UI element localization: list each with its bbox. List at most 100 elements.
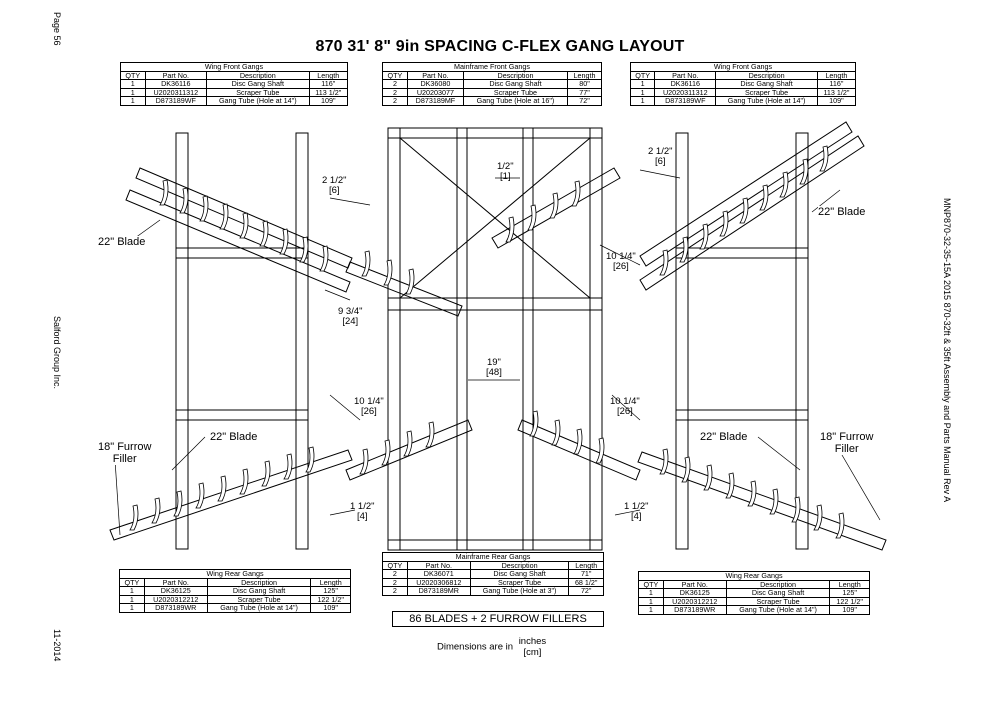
cell-qty: 1 <box>120 96 146 106</box>
table-wing-rear-left: Wing Rear Gangs QTY Part No. Description… <box>119 569 351 613</box>
cell-qty: 2 <box>382 569 408 579</box>
dim-cm: [6] <box>328 185 340 196</box>
cell-len: 116" <box>816 79 857 89</box>
dim-inches: 2 1/2" <box>648 146 673 157</box>
dim-2-half-left: 2 1/2"[6] <box>322 176 347 196</box>
table-caption: Wing Rear Gangs <box>119 569 351 579</box>
cell-desc: Gang Tube (Hole at 3") <box>469 586 570 596</box>
units-inches: inches <box>518 636 547 647</box>
cell-part: D873189WF <box>654 96 717 106</box>
cell-desc: Disc Gang Shaft <box>206 79 310 89</box>
units-cm: [cm] <box>523 647 542 658</box>
dim-cm: [26] <box>616 406 633 417</box>
cell-len: 125" <box>829 588 870 598</box>
table-caption: Wing Front Gangs <box>630 62 856 72</box>
cell-desc: Disc Gang Shaft <box>715 79 818 89</box>
dim-inches: 10 1/4" <box>610 396 640 407</box>
cell-part: D873189WR <box>143 603 208 613</box>
cell-part: DK36116 <box>654 79 717 89</box>
table-wing-front-left: Wing Front Gangs QTY Part No. Descriptio… <box>120 62 349 106</box>
cell-desc: Disc Gang Shaft <box>462 79 569 89</box>
cell-desc: Gang Tube (Hole at 14") <box>725 605 831 615</box>
table-row: 1 DK36116 Disc Gang Shaft 116" <box>120 79 349 89</box>
dim-cm: [6] <box>654 156 666 167</box>
dim-10-quarter-right-front: 10 1/4"[26] <box>606 252 636 272</box>
dim-inches: 2 1/2" <box>322 175 347 186</box>
dim-inches: 9 3/4" <box>338 306 363 317</box>
cell-qty: 2 <box>382 586 408 596</box>
cell-qty: 1 <box>629 96 656 106</box>
table-wing-rear-right: Wing Rear Gangs QTY Part No. Description… <box>638 571 870 615</box>
cell-qty: 1 <box>119 586 145 596</box>
cell-qty: 1 <box>638 588 664 598</box>
cell-part: DK36125 <box>662 588 727 598</box>
blade-summary: 86 BLADES + 2 FURROW FILLERS <box>392 611 604 627</box>
cell-part: D873189WF <box>144 96 208 106</box>
label-furrow-filler-left: 18" Furrow Filler <box>98 441 152 465</box>
table-row: 1 D873189WF Gang Tube (Hole at 14") 109" <box>629 96 857 106</box>
cell-desc: Gang Tube (Hole at 14") <box>715 96 818 106</box>
dim-inches: 1 1/2" <box>624 501 649 512</box>
cell-len: 109" <box>829 605 870 615</box>
cell-qty: 2 <box>382 96 408 106</box>
cell-qty: 1 <box>120 79 146 89</box>
cell-desc: Disc Gang Shaft <box>469 569 570 579</box>
table-row: 1 D873189WR Gang Tube (Hole at 14") 109" <box>638 605 870 615</box>
dim-9-3quarter: 9 3/4"[24] <box>338 307 363 327</box>
cell-len: 80" <box>567 79 602 89</box>
cell-desc: Gang Tube (Hole at 16") <box>462 96 569 106</box>
cell-part: D873189MR <box>406 586 471 596</box>
table-row: 2 DK36080 Disc Gang Shaft 80" <box>382 79 602 89</box>
dim-inches: 10 1/4" <box>354 396 384 407</box>
table-caption: Mainframe Front Gangs <box>382 62 602 72</box>
dim-cm: [1] <box>500 171 511 182</box>
cell-len: 109" <box>308 96 349 106</box>
label-22-blade-rear-right: 22" Blade <box>700 431 748 443</box>
table-caption: Wing Rear Gangs <box>638 571 870 581</box>
table-mainframe-rear: Mainframe Rear Gangs QTY Part No. Descri… <box>382 552 604 596</box>
cell-len: 71" <box>568 569 604 579</box>
label-22-blade-front-left: 22" Blade <box>98 236 146 248</box>
table-row: 1 D873189WR Gang Tube (Hole at 14") 109" <box>119 603 351 613</box>
table-row: 2 DK36071 Disc Gang Shaft 71" <box>382 569 604 579</box>
dim-10-quarter-left-rear: 10 1/4"[26] <box>354 397 384 417</box>
dim-cm: [26] <box>612 261 629 272</box>
cell-len: 125" <box>310 586 351 596</box>
cell-part: DK36080 <box>406 79 464 89</box>
table-row: 1 DK36125 Disc Gang Shaft 125" <box>638 588 870 598</box>
table-row: 2 D873189MF Gang Tube (Hole at 16") 72" <box>382 96 602 106</box>
dim-inches: 10 1/4" <box>606 251 636 262</box>
page-title: 870 31' 8" 9in SPACING C-FLEX GANG LAYOU… <box>315 38 685 55</box>
dim-inches: 1 1/2" <box>350 501 375 512</box>
cell-desc: Gang Tube (Hole at 14") <box>206 96 310 106</box>
dim-inches: 19" <box>486 357 501 368</box>
dim-10-quarter-right-rear: 10 1/4"[26] <box>610 397 640 417</box>
cell-len: 116" <box>308 79 349 89</box>
cell-desc: Disc Gang Shaft <box>206 586 312 596</box>
cell-part: DK36071 <box>406 569 471 579</box>
table-caption: Mainframe Rear Gangs <box>382 552 604 562</box>
dim-1-half-right: 1 1/2"[4] <box>624 502 649 522</box>
dim-cm: [24] <box>342 316 359 327</box>
dim-2-half-right: 2 1/2"[6] <box>648 147 673 167</box>
cell-part: DK36125 <box>143 586 208 596</box>
dim-cm: [26] <box>360 406 377 417</box>
cell-len: 109" <box>816 96 857 106</box>
cell-desc: Disc Gang Shaft <box>725 588 831 598</box>
label-22-blade-rear-left: 22" Blade <box>210 431 258 443</box>
table-mainframe-front: Mainframe Front Gangs QTY Part No. Descr… <box>382 62 602 106</box>
table-row: 2 D873189MR Gang Tube (Hole at 3") 72" <box>382 586 604 596</box>
cell-part: D873189WR <box>662 605 727 615</box>
table-caption: Wing Front Gangs <box>120 62 348 72</box>
cell-qty: 1 <box>629 79 656 89</box>
units-note: Dimensions are in inches [cm] <box>437 636 546 658</box>
dim-1-half-left: 1 1/2"[4] <box>350 502 375 522</box>
label-furrow-filler-right: 18" Furrow Filler <box>820 431 874 455</box>
cell-len: 72" <box>567 96 602 106</box>
table-wing-front-right: Wing Front Gangs QTY Part No. Descriptio… <box>629 62 857 106</box>
cell-qty: 1 <box>119 603 145 613</box>
dim-cm: [4] <box>356 511 368 522</box>
units-fraction: inches [cm] <box>519 636 546 658</box>
cell-qty: 2 <box>382 79 408 89</box>
dim-half: 1/2"[1] <box>497 162 514 182</box>
